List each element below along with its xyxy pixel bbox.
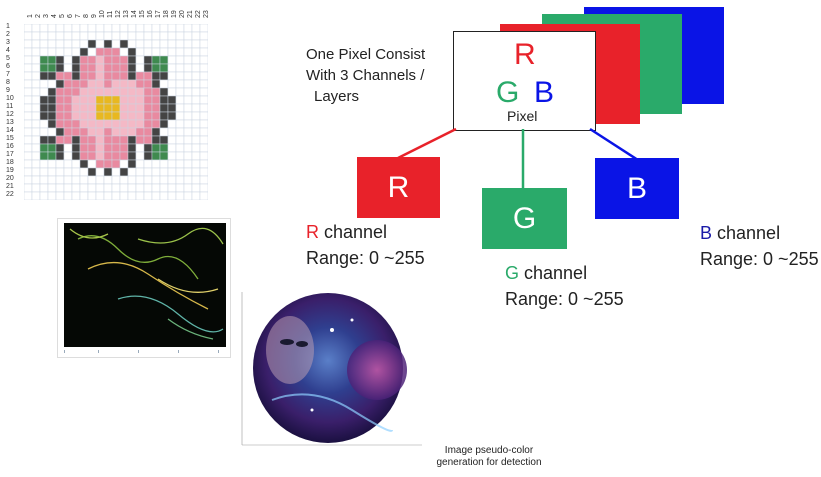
grid-row-number: 6 <box>6 63 10 70</box>
grid-row-number: 1 <box>6 23 10 30</box>
r-channel-box: R <box>357 157 440 218</box>
grid-row-number: 7 <box>6 71 10 78</box>
pixel-letter-r: R <box>514 38 536 71</box>
pixel-letter-g: G <box>496 76 520 109</box>
grid-row-number: 13 <box>6 119 14 126</box>
heatmap-visual <box>64 223 226 353</box>
r-box-letter: R <box>387 170 410 204</box>
grid-row-number: 3 <box>6 39 10 46</box>
connector-blue <box>589 127 639 162</box>
caption-line-2: generation for detection <box>436 457 542 468</box>
g-box-letter: G <box>512 201 537 235</box>
circular-artwork-visual <box>241 292 422 446</box>
grid-row-number: 20 <box>6 175 14 182</box>
intro-line-1: One Pixel Consist <box>306 46 426 63</box>
grid-row-number: 22 <box>6 191 14 198</box>
b-box-letter: B <box>626 171 647 205</box>
grid-row-number: 11 <box>6 103 14 110</box>
grid-row-number: 19 <box>6 167 14 174</box>
intro-line-2: With 3 Channels / <box>306 67 425 84</box>
intro-line-3: Layers <box>314 88 360 105</box>
g-label-letter: G <box>505 263 520 283</box>
pixel-art-flower <box>24 24 208 200</box>
pixel-letter-b: B <box>534 76 555 109</box>
grid-row-number: 16 <box>6 143 14 150</box>
b-label-rest: channel <box>712 223 781 243</box>
r-label-letter: R <box>306 222 319 242</box>
grid-row-number: 15 <box>6 135 14 142</box>
pixel-label: Pixel <box>507 108 538 124</box>
caption-line-1: Image pseudo-color <box>444 445 534 456</box>
connector-red <box>397 127 457 160</box>
b-range: Range: 0 ~255 <box>700 249 819 269</box>
grid-row-number: 17 <box>6 151 14 158</box>
grid-cell <box>199 191 208 200</box>
b-channel-label: B channel Range: 0 ~255 <box>700 220 819 272</box>
b-label-letter: B <box>700 223 713 243</box>
grid-row-number: 9 <box>6 87 10 94</box>
dark-heatmap-image <box>57 218 231 358</box>
g-channel-label: G channel Range: 0 ~255 <box>505 260 624 312</box>
grid-row-number: 18 <box>6 159 14 166</box>
grid-row-number: 12 <box>6 111 14 118</box>
r-label-rest: channel <box>319 222 388 242</box>
grid-row-number: 5 <box>6 55 10 62</box>
g-range: Range: 0 ~255 <box>505 289 624 309</box>
r-range: Range: 0 ~255 <box>306 248 425 268</box>
grid-row-number: 8 <box>6 79 10 86</box>
grid-row-number: 4 <box>6 47 10 54</box>
grid-row-number: 21 <box>6 183 14 190</box>
b-channel-box: B <box>595 158 679 219</box>
r-channel-label: R channel Range: 0 ~255 <box>306 219 425 271</box>
grid-row-number: 2 <box>6 31 10 38</box>
g-channel-box: G <box>482 188 567 249</box>
grid-row-number: 10 <box>6 95 14 102</box>
pixel-box: R G B Pixel <box>453 31 596 131</box>
circular-artwork-image <box>232 290 428 453</box>
grid-row-number: 14 <box>6 127 14 134</box>
image-caption: Image pseudo-color generation for detect… <box>424 445 554 469</box>
intro-text: One Pixel Consist With 3 Channels / Laye… <box>306 44 425 107</box>
g-label-rest: channel <box>519 263 588 283</box>
